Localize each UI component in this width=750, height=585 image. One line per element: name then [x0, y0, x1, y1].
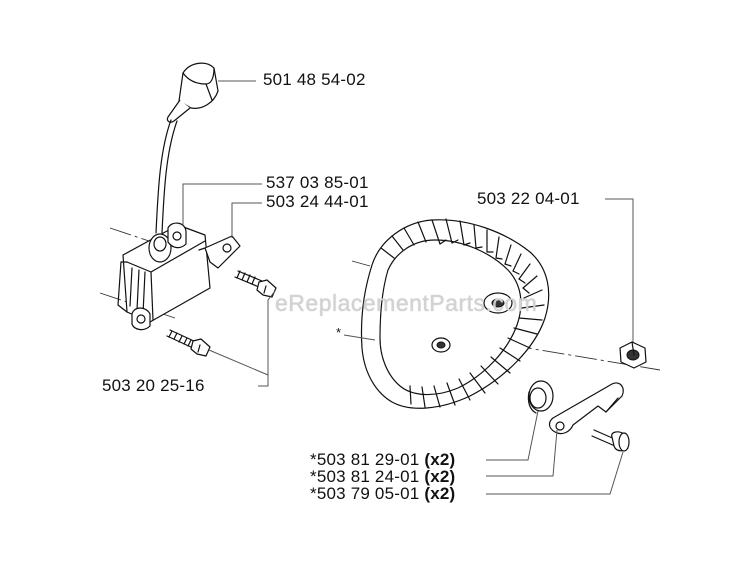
- quantity-pawl: (x2): [424, 467, 456, 486]
- spring-icon[interactable]: [527, 380, 554, 414]
- flywheel-icon[interactable]: [360, 218, 550, 409]
- axis-line-flywheel-left: [351, 260, 371, 267]
- watermark: eReplacementParts.com: [275, 290, 538, 316]
- part-number-pawl-pin: *503 79 05-01: [310, 484, 420, 503]
- part-label-ground-terminal[interactable]: 503 24 44-01: [266, 192, 369, 211]
- module-screw-lower-icon[interactable]: [166, 329, 211, 357]
- pawl-icon[interactable]: [548, 382, 624, 435]
- part-label-ignition-module[interactable]: 537 03 85-01: [266, 173, 369, 192]
- part-number-spring: *503 81 29-01: [310, 450, 420, 469]
- module-screw-upper-icon[interactable]: [234, 270, 277, 298]
- ignition-module-icon[interactable]: [117, 222, 211, 331]
- part-label-spring[interactable]: *503 81 29-01 (x2): [310, 450, 455, 470]
- ignition-lead-outer: [161, 120, 178, 234]
- part-label-module-screws[interactable]: 503 20 25-16: [102, 376, 205, 395]
- pawl-pin-icon[interactable]: [591, 429, 630, 452]
- spark-plug-cap-icon[interactable]: [166, 62, 219, 123]
- part-number-pawl: *503 81 24-01: [310, 467, 420, 486]
- part-label-pawl[interactable]: *503 81 24-01 (x2): [310, 467, 455, 487]
- leader-lines: [182, 80, 634, 495]
- ignition-lead: [155, 119, 172, 234]
- part-label-pawl-pin[interactable]: *503 79 05-01 (x2): [310, 484, 455, 504]
- flywheel-marker[interactable]: *: [336, 325, 342, 340]
- part-label-flywheel-nut[interactable]: 503 22 04-01: [477, 189, 580, 208]
- quantity-pawl-pin: (x2): [424, 484, 456, 503]
- ground-terminal-icon[interactable]: [198, 235, 241, 269]
- part-label-spark-plug-cap[interactable]: 501 48 54-02: [263, 70, 366, 89]
- quantity-spring: (x2): [424, 450, 456, 469]
- flywheel-nut-icon[interactable]: [619, 341, 647, 369]
